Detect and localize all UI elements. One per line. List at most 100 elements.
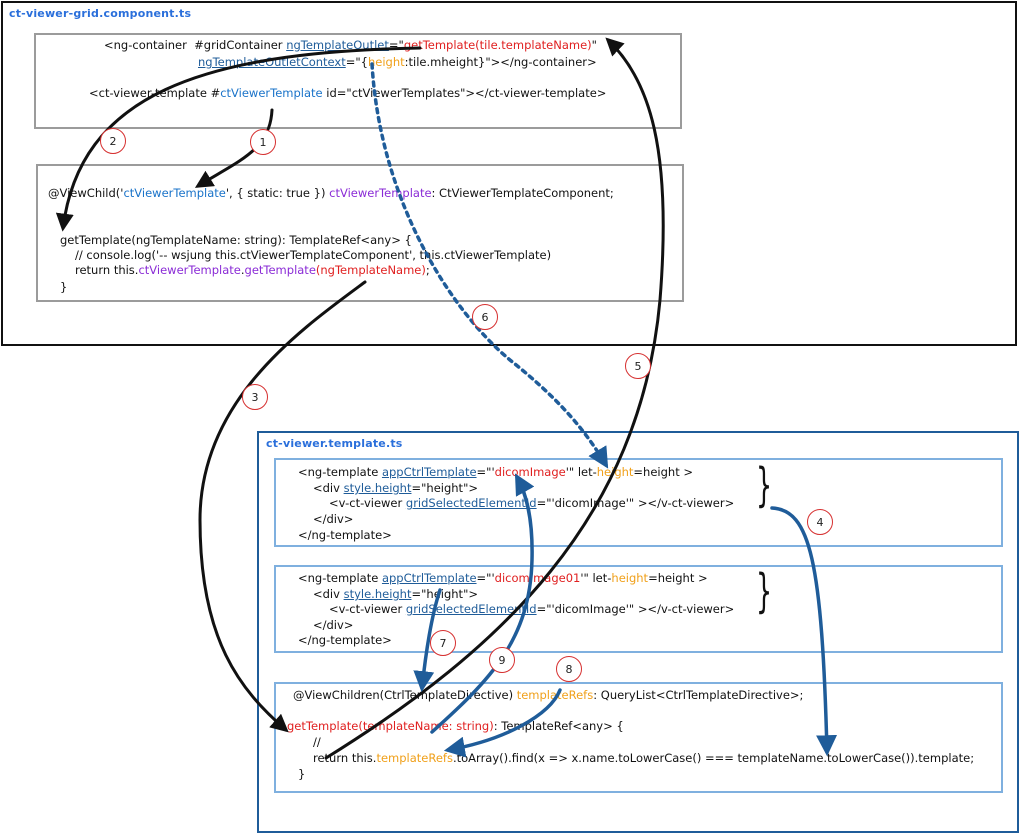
code-token: @ViewChildren(CtrlTemplateDirective): [293, 688, 517, 702]
div-line: <div style.height="height">: [313, 587, 478, 602]
code-token: ="height">: [411, 587, 478, 601]
ng-template-close-line: </ng-template>: [298, 633, 392, 647]
code-token: <v-ct-viewer: [329, 602, 406, 616]
closing-brace-line: }: [60, 280, 68, 294]
step-6-marker: 6: [472, 304, 498, 330]
code-token: id="ctViewerTemplates"></ct-viewer-templ…: [322, 86, 607, 100]
code-token: ": [591, 38, 597, 52]
step-2-marker: 2: [100, 128, 126, 154]
arrow-5: [324, 37, 665, 760]
closing-brace-line: }: [298, 767, 306, 781]
code-token: <div: [313, 481, 344, 495]
code-token: ', { static: true }): [225, 186, 330, 200]
code-token: <v-ct-viewer: [329, 496, 406, 510]
div-line: <div style.height="height">: [313, 481, 478, 496]
grid-selected-element-id-token: gridSelectedElementId: [405, 496, 537, 510]
ng-template-dicom-image-box: [274, 458, 1003, 547]
arrow-8: [443, 688, 562, 758]
arrow-7: [413, 588, 442, 693]
ng-container-line-2: ngTemplateOutletContext="{height:tile.mh…: [198, 55, 597, 70]
get-template-call-token: getTemplate(tile.templateName): [403, 38, 592, 52]
step-8-marker: 8: [556, 656, 582, 682]
arrow-4: [770, 506, 838, 757]
code-token: ="': [476, 571, 495, 585]
arrow-1: [194, 108, 274, 188]
code-token: :tile.mheight}"></ng-container>: [404, 55, 597, 69]
code-token: ="'dicomImage'" ></v-ct-viewer>: [536, 602, 735, 616]
height-token: height: [368, 55, 405, 69]
grid-component-title: ct-viewer-grid.component.ts: [9, 7, 192, 20]
template-refs-token: templateRefs: [516, 688, 594, 702]
template-name-token: dicomImage: [494, 465, 566, 479]
code-token: <ng-container #gridContainer: [104, 38, 287, 52]
return-line: return this.ctViewerTemplate.getTemplate…: [75, 263, 430, 278]
comment-line: //: [313, 735, 321, 749]
code-token: <ct-viewer-template #: [89, 86, 221, 100]
console-log-comment-line: // console.log('-- wsjung this.ctViewerT…: [75, 248, 552, 262]
viewchild-property-token: ctViewerTemplate: [329, 186, 432, 200]
code-token: : CtViewerTemplateComponent;: [431, 186, 614, 200]
template-ref-token: ctViewerTemplate: [220, 86, 323, 100]
code-token: ="{: [345, 55, 368, 69]
template-refs-token: templateRefs: [376, 751, 453, 765]
ng-template-close-line: </ng-template>: [298, 528, 392, 542]
div-close-line: </div>: [313, 512, 354, 526]
code-token: =height >: [648, 571, 708, 585]
code-token: <ng-template: [298, 465, 382, 479]
ng-template-dicom-image01-box: [274, 565, 1003, 653]
get-template-call-token: getTemplate(templateName: string): [287, 719, 494, 733]
v-ct-viewer-line: <v-ct-viewer gridSelectedElementId="'dic…: [329, 602, 734, 617]
code-token: return this.: [313, 751, 377, 765]
code-token: : QueryList<CtrlTemplateDirective>;: [593, 688, 804, 702]
code-token: '" let-: [580, 571, 612, 585]
template-name-token: dicomImage01: [494, 571, 581, 585]
code-token: return this.: [75, 263, 139, 277]
arrow-3: [198, 280, 367, 733]
viewchild-line: @ViewChild('ctViewerTemplate', { static:…: [48, 186, 614, 201]
code-token: ="'dicomImage'" ></v-ct-viewer>: [536, 496, 735, 510]
grid-component-frame: ct-viewer-grid.component.ts: [1, 1, 1017, 346]
step-5-marker: 5: [625, 353, 651, 379]
get-template-signature-line: getTemplate(ngTemplateName: string): Tem…: [60, 233, 412, 247]
step-4-marker: 4: [807, 509, 833, 535]
code-token: <div: [313, 587, 344, 601]
template-component-title: ct-viewer.template.ts: [266, 437, 403, 450]
viewchild-property-token: ctViewerTemplate: [138, 263, 241, 277]
div-close-line: </div>: [313, 618, 354, 632]
step-9-marker: 9: [489, 647, 515, 673]
grid-selected-element-id-token: gridSelectedElementId: [405, 602, 537, 616]
ng-container-code-box: [34, 33, 682, 129]
style-height-token: style.height: [343, 587, 412, 601]
return-find-line: return this.templateRefs.toArray().find(…: [313, 751, 974, 766]
viewchildren-line: @ViewChildren(CtrlTemplateDirective) tem…: [293, 688, 803, 703]
style-height-token: style.height: [343, 481, 412, 495]
viewchild-code-box: [36, 164, 684, 302]
arrow-2: [55, 46, 422, 232]
get-template-call-token: getTemplate: [244, 263, 316, 277]
template-ref-token: ctViewerTemplate: [123, 186, 226, 200]
code-token: ;: [425, 263, 430, 277]
viewchildren-code-box: [274, 682, 1003, 793]
ct-viewer-template-line: <ct-viewer-template #ctViewerTemplate id…: [89, 86, 606, 101]
app-ctrl-template-token: appCtrlTemplate: [381, 465, 477, 479]
ng-template-line: <ng-template appCtrlTemplate="'dicomImag…: [298, 571, 708, 586]
template-name-arg-token: (ngTemplateName): [315, 263, 426, 277]
step-1-marker: 1: [250, 129, 276, 155]
code-token: .toArray().find(x => x.name.toLowerCase(…: [452, 751, 975, 765]
ng-template-outlet-token: ngTemplateOutlet: [286, 38, 389, 52]
v-ct-viewer-line: <v-ct-viewer gridSelectedElementId="'dic…: [329, 496, 734, 511]
code-token: .: [240, 263, 245, 277]
step-3-marker: 3: [242, 384, 268, 410]
curly-brace-dicom-image01: }: [756, 564, 773, 618]
height-token: height: [611, 571, 649, 585]
arrow-9: [430, 473, 535, 734]
app-ctrl-template-token: appCtrlTemplate: [381, 571, 477, 585]
code-token: ="height">: [411, 481, 478, 495]
curly-brace-dicom-image: }: [756, 458, 773, 512]
code-token: =height >: [633, 465, 694, 479]
step-7-marker: 7: [430, 630, 456, 656]
code-token: @ViewChild(': [48, 186, 124, 200]
code-token: <ng-template: [298, 571, 382, 585]
template-component-frame: ct-viewer.template.ts: [257, 431, 1019, 833]
